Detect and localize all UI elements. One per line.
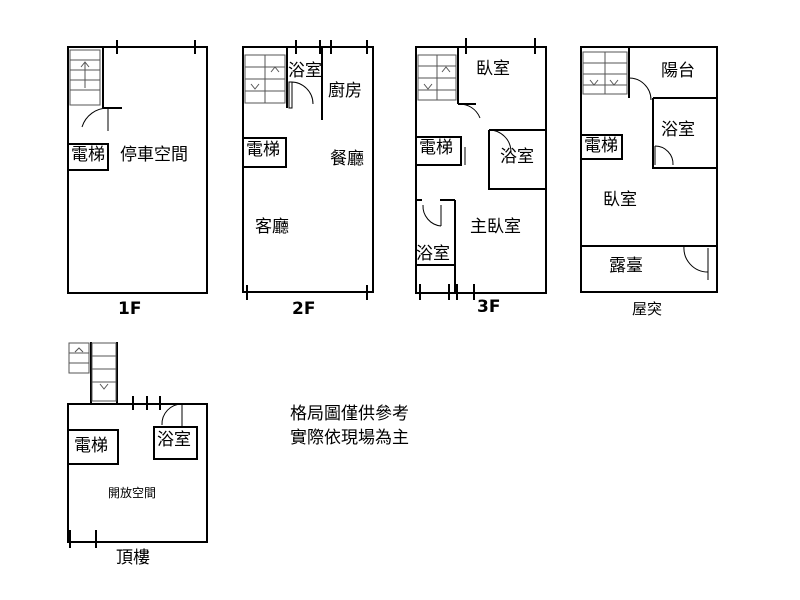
room-label-3f-bedroom: 臥室: [476, 59, 510, 79]
floor-title-1f: 1F: [118, 299, 142, 319]
room-label-roof-open-space: 開放空間: [108, 486, 157, 500]
wall-ticks: [69, 38, 536, 548]
floor-roof-plan: [67, 342, 208, 543]
room-label-3f-master-bedroom: 主臥室: [470, 217, 521, 237]
floor-rooftop-plan: [580, 46, 718, 293]
room-label-rooftop-elevator: 電梯: [584, 136, 618, 156]
room-label-2f-elevator: 電梯: [246, 140, 280, 160]
room-label-2f-kitchen: 廚房: [328, 81, 362, 101]
room-label-3f-elevator: 電梯: [419, 138, 453, 158]
room-label-rooftop-bedroom: 臥室: [603, 190, 637, 210]
floor-2f-plan: [242, 46, 374, 293]
room-label-roof-bath: 浴室: [157, 430, 191, 450]
disclaimer-line-1: 格局圖僅供參考: [290, 404, 409, 424]
floor-title-rooftop: 屋突: [632, 300, 663, 318]
room-label-3f-bath-top: 浴室: [500, 147, 534, 167]
door-swings: [81, 77, 709, 427]
floor-3f-plan: [415, 46, 547, 294]
floor-1f-plan: [67, 46, 208, 294]
room-label-rooftop-balcony: 陽台: [661, 61, 695, 81]
room-label-rooftop-terrace: 露臺: [609, 256, 643, 276]
floor-title-2f: 2F: [292, 299, 316, 319]
room-label-2f-dining: 餐廳: [330, 149, 364, 169]
room-label-2f-bath: 浴室: [288, 61, 322, 81]
room-label-roof-elevator: 電梯: [74, 436, 108, 456]
room-label-2f-living: 客廳: [255, 217, 289, 237]
room-label-1f-parking: 停車空間: [120, 145, 188, 165]
room-label-3f-bath-bottom: 浴室: [416, 244, 450, 264]
disclaimer-note: 格局圖僅供參考 實際依現場為主: [290, 402, 409, 450]
floor-title-roof: 頂樓: [116, 548, 150, 568]
floor-title-3f: 3F: [477, 297, 501, 317]
room-label-rooftop-bath: 浴室: [661, 120, 695, 140]
room-label-1f-elevator: 電梯: [71, 145, 105, 165]
disclaimer-line-2: 實際依現場為主: [290, 428, 409, 448]
stair-symbols: [68, 49, 628, 402]
